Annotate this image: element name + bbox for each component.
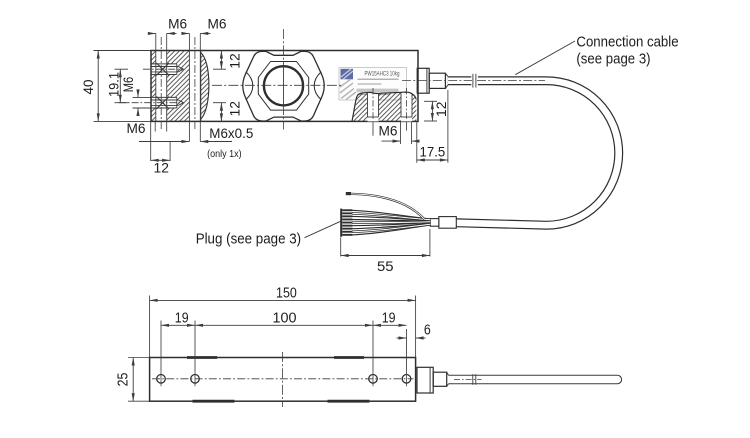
svg-text:M6: M6 xyxy=(127,121,146,136)
svg-text:19: 19 xyxy=(382,310,396,326)
svg-text:19: 19 xyxy=(175,310,189,326)
svg-text:M6: M6 xyxy=(379,124,398,139)
svg-text:19.1: 19.1 xyxy=(107,72,122,97)
svg-text:12: 12 xyxy=(154,161,169,176)
svg-text:M6: M6 xyxy=(121,77,136,92)
svg-text:M6x0.5: M6x0.5 xyxy=(209,126,253,141)
svg-text:100: 100 xyxy=(273,310,297,326)
svg-text:150: 150 xyxy=(276,286,297,302)
svg-text:(see page 3): (see page 3) xyxy=(576,51,650,68)
svg-text:Plug (see page 3): Plug (see page 3) xyxy=(196,230,301,247)
svg-text:17.5: 17.5 xyxy=(420,145,446,160)
svg-text:12: 12 xyxy=(434,102,449,117)
svg-text:(only 1x): (only 1x) xyxy=(207,149,242,160)
svg-text:55: 55 xyxy=(377,259,394,275)
svg-text:Connection cable: Connection cable xyxy=(576,34,678,51)
svg-text:M6: M6 xyxy=(168,16,187,31)
svg-text:PW15AHC3 10kg: PW15AHC3 10kg xyxy=(365,71,400,78)
svg-text:12: 12 xyxy=(227,53,242,68)
svg-text:M6: M6 xyxy=(208,16,227,31)
svg-text:40: 40 xyxy=(80,79,96,94)
svg-text:12: 12 xyxy=(227,101,242,116)
svg-text:6: 6 xyxy=(424,322,431,338)
svg-text:25: 25 xyxy=(116,373,132,387)
